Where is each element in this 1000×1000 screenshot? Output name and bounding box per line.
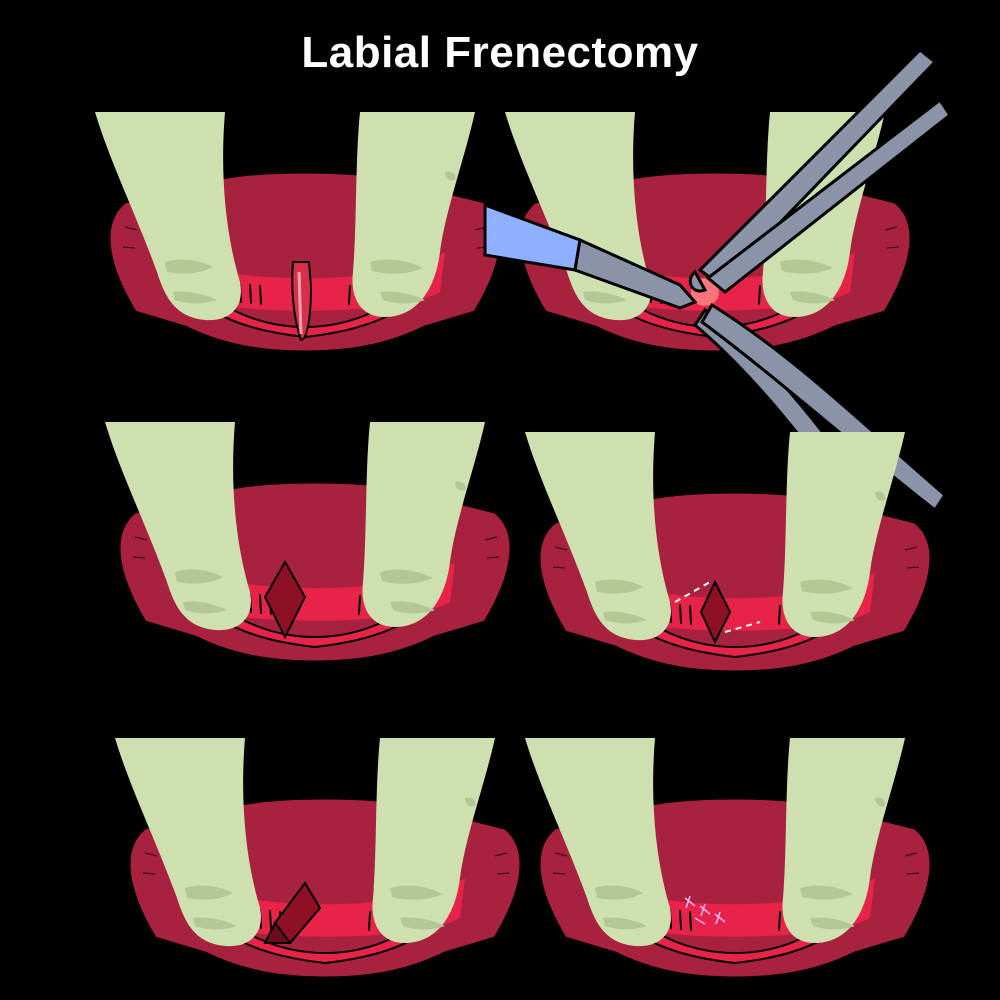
- relaxing-incisions: [674, 581, 761, 633]
- diamond-wound: [699, 579, 732, 645]
- step-1-frenum-panel: [93, 110, 515, 372]
- sutures: [684, 895, 726, 925]
- page-title: Labial Frenectomy: [301, 28, 699, 77]
- diamond-wound: [263, 559, 307, 640]
- scalpel: [483, 202, 698, 310]
- step-5-undermining-panel: [113, 736, 535, 998]
- step-6-sutured-panel: [523, 736, 945, 998]
- frenum: [291, 261, 313, 342]
- step-4-relaxing-lines-panel: [523, 430, 945, 692]
- step-3-diamond-wound-panel: [103, 420, 525, 682]
- upper-hemostat: [688, 47, 953, 294]
